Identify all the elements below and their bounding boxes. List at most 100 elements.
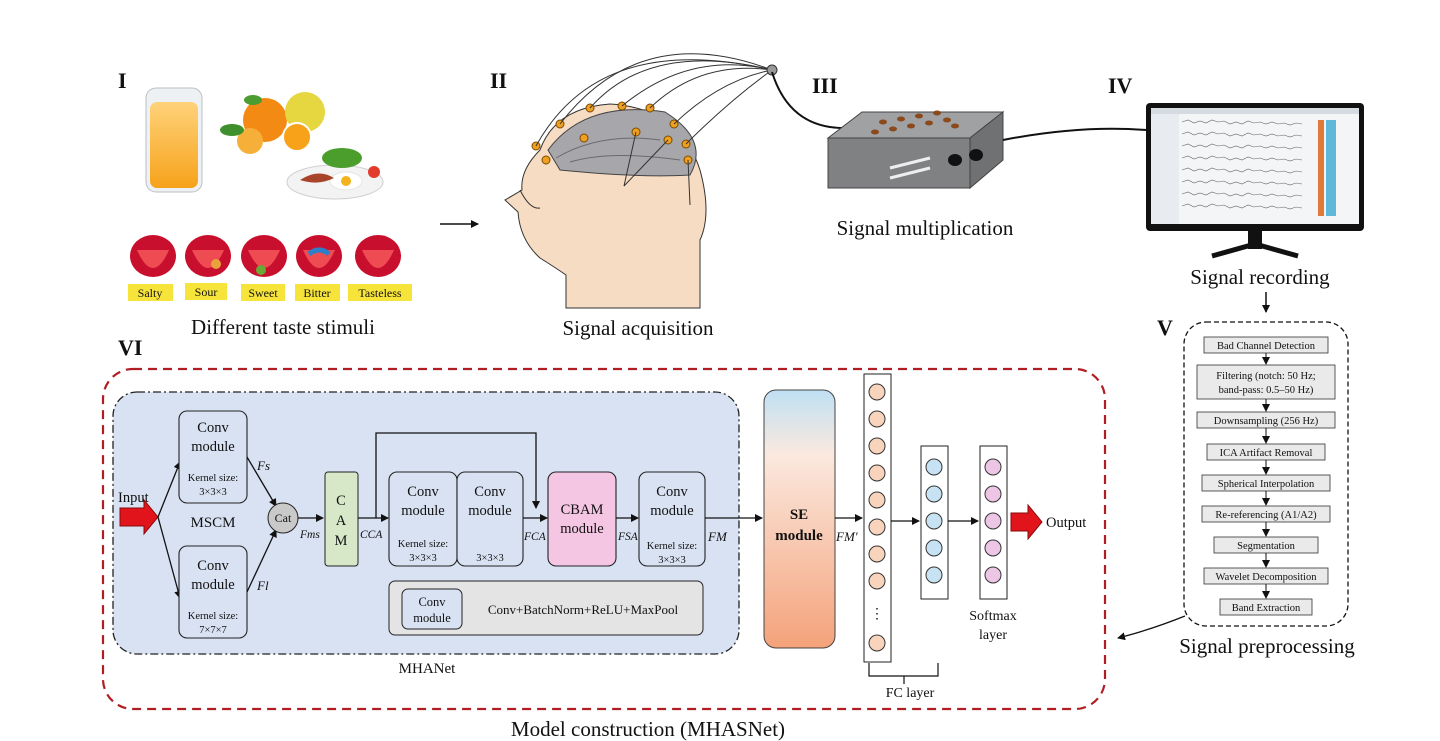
preprocessing-frame [1183,321,1349,627]
conv-large-kernel-value: 7×7×7 [199,625,227,636]
label-fca: FCA [523,531,547,543]
softmax-label-1: Softmax [969,609,1016,624]
caption-signal-acquisition: Signal acquisition [562,316,714,340]
tongue-icon-tasteless [355,235,401,277]
step-box-9 [1219,598,1313,616]
panel-label-vi: VI [118,335,142,360]
legend-conv-description: Conv+BatchNorm+ReLU+MaxPool [488,602,679,617]
skip-connection-arrow [375,432,540,518]
output-label: Output [1046,515,1086,531]
label-fs: Fs [256,458,270,473]
conv-l-to-cat [246,529,277,593]
concat-label: Cat [275,511,292,525]
preprocessing-steps [1196,336,1336,616]
taste-label-sour: Sour [195,285,218,299]
step-filtering-line1: Filtering (notch: 50 Hz; [1216,371,1316,382]
panel-iii-signal-multiplication: III Signal multiplication [812,73,1014,240]
conv-final-title-1: Conv [656,484,688,500]
se-title-2: module [775,528,823,544]
se-module [763,389,836,649]
monitor-icon [1146,103,1364,259]
caption-signal-multiplication: Signal multiplication [837,216,1014,240]
label-fl: Fl [256,578,269,593]
label-fsa: FSA [617,531,639,543]
panel-i-taste-stimuli: I [118,68,412,339]
step-re-referencing: Re-referencing (A1/A2) [1215,510,1317,521]
fc-ellipsis: ⋮ [870,607,884,622]
model-construction-frame [101,367,1107,711]
tongue-icon-bitter [296,235,342,277]
conv-3a-kernel-label: Kernel size: [398,539,449,550]
input-to-conv-s [157,461,182,518]
breakfast-plate-icon [286,148,384,200]
taste-labels: Salty Sour Sweet Bitter Tasteless [128,283,412,301]
caption-signal-preprocessing: Signal preprocessing [1179,634,1355,658]
step-spherical-interpolation: Spherical Interpolation [1218,479,1315,490]
conv-module-final [638,471,706,567]
fruit-icon [220,92,325,154]
legend-conv-title-2: module [413,611,451,625]
step-bad-channel-detection: Bad Channel Detection [1217,341,1316,352]
step-downsampling: Downsampling (256 Hz) [1214,416,1319,427]
head-eeg-icon [504,53,778,309]
conv-3b-title-1: Conv [474,484,506,500]
cable-amplifier-to-monitor [1002,127,1147,141]
panel-v-signal-preprocessing: V Bad Channel Detection Filtering (notch… [1117,315,1355,658]
caption-model-construction: Model construction (MHASNet) [511,717,785,741]
label-fm-prime: FM' [835,529,858,544]
panel-vi-model-construction: VI Input Conv module Kernel size: 3×3×3 … [101,335,1107,741]
step-wavelet-decomposition: Wavelet Decomposition [1216,572,1318,583]
conv-3a-title-2: module [401,503,445,519]
arrow-v-to-vi [1117,615,1186,641]
conv-final-kernel-value: 3×3×3 [658,555,686,566]
cbam-title-2: module [560,521,604,537]
step-box-2 [1196,364,1336,400]
input-to-conv-l [157,516,183,599]
conv-3a-kernel-value: 3×3×3 [409,553,437,564]
taste-label-bitter: Bitter [303,286,330,300]
conv-small-kernel-value: 3×3×3 [199,487,227,498]
se-title-1: SE [790,507,808,523]
cable-head-to-amplifier [771,71,849,130]
conv-s-to-cat [246,456,277,507]
fc-bracket [868,663,939,677]
conv-3a-title-1: Conv [407,484,439,500]
softmax-label-2: layer [979,628,1007,643]
softmax-neurons [984,458,1002,584]
conv-final-title-2: module [650,503,694,519]
fc-layer-label: FC layer [886,686,935,701]
panel-label-ii: II [490,68,507,93]
juice-glass-icon [145,87,203,193]
mhanet-label: MHANet [399,661,456,677]
step-band-extraction: Band Extraction [1232,603,1301,614]
step-ica-artifact-removal: ICA Artifact Removal [1220,448,1313,459]
panel-label-iii: III [812,73,838,98]
fc-layer-1 [863,373,892,663]
panel-iv-signal-recording: IV Signal recording [1108,73,1364,313]
legend-conv-title-1: Conv [418,595,446,609]
input-arrow-icon [119,498,159,536]
label-fm: FM [707,529,728,544]
tongue-row [130,235,401,277]
input-label: Input [118,490,149,506]
conv-legend-box [388,580,704,636]
conv-large-title-1: Conv [197,558,229,574]
conv-small-title-2: module [191,439,235,455]
cam-letter-m: M [335,533,348,549]
conv-final-kernel-label: Kernel size: [647,541,698,552]
fc-layer-1-neurons [868,383,886,652]
cam-block [324,471,359,567]
conv-small-kernel-label: Kernel size: [188,473,239,484]
conv-large-kernel-label: Kernel size: [188,611,239,622]
conv-module-3b [456,471,524,567]
fc-layer-2-neurons [925,458,943,584]
panel-label-v: V [1157,315,1173,340]
taste-label-salty: Salty [138,286,163,300]
panel-label-i: I [118,68,127,93]
conv-3b-title-2: module [468,503,512,519]
taste-label-tasteless: Tasteless [358,286,401,300]
conv-legend-swatch [401,588,463,630]
label-cca: CCA [360,529,383,541]
